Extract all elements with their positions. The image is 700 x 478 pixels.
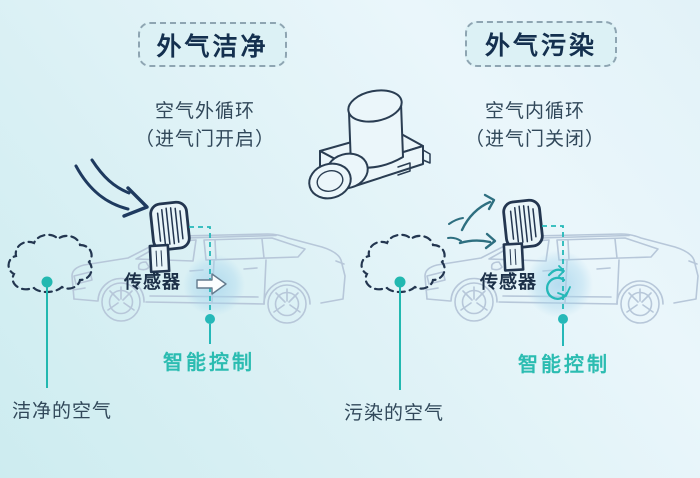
right-mode-caption: 空气内循环 （进气门关闭）: [440, 98, 630, 154]
air-quality-sensor-device-icon: [308, 89, 431, 200]
right-air-vent-icon: [501, 197, 545, 251]
left-mode-line1: 空气外循环: [154, 101, 255, 122]
left-mode-caption: 空气外循环 （进气门开启）: [110, 98, 300, 154]
right-mode-line1: 空气内循环: [484, 101, 585, 122]
right-sensor-module-icon: [502, 242, 525, 272]
airflow-right-arrow-icon: [196, 273, 227, 295]
right-mode-line2: （进气门关闭）: [464, 129, 605, 150]
clean-air-label: 洁净的空气: [12, 401, 113, 422]
recirculation-arrow-icon: [545, 265, 571, 300]
deflected-air-arrows-icon: [447, 193, 497, 250]
badge-outside-air-polluted: 外气污染: [465, 21, 617, 67]
left-mode-line2: （进气门开启）: [134, 129, 275, 150]
left-sensor-label: 传感器: [124, 272, 181, 292]
badge-outside-air-clean: 外气洁净: [138, 22, 287, 67]
polluted-air-label: 污染的空气: [344, 403, 445, 424]
right-control-connector: [542, 225, 568, 346]
left-control-connector: [189, 226, 215, 344]
right-cloud-connector: [394, 276, 406, 390]
left-smart-control-label: 智能控制: [163, 352, 255, 374]
intake-curved-arrow-icon: [74, 158, 149, 218]
right-smart-control-label: 智能控制: [518, 354, 610, 376]
left-cloud-connector: [41, 276, 53, 388]
right-sensor-label: 传感器: [480, 272, 537, 292]
left-air-vent-icon: [148, 199, 192, 253]
right-glow: [525, 250, 593, 318]
